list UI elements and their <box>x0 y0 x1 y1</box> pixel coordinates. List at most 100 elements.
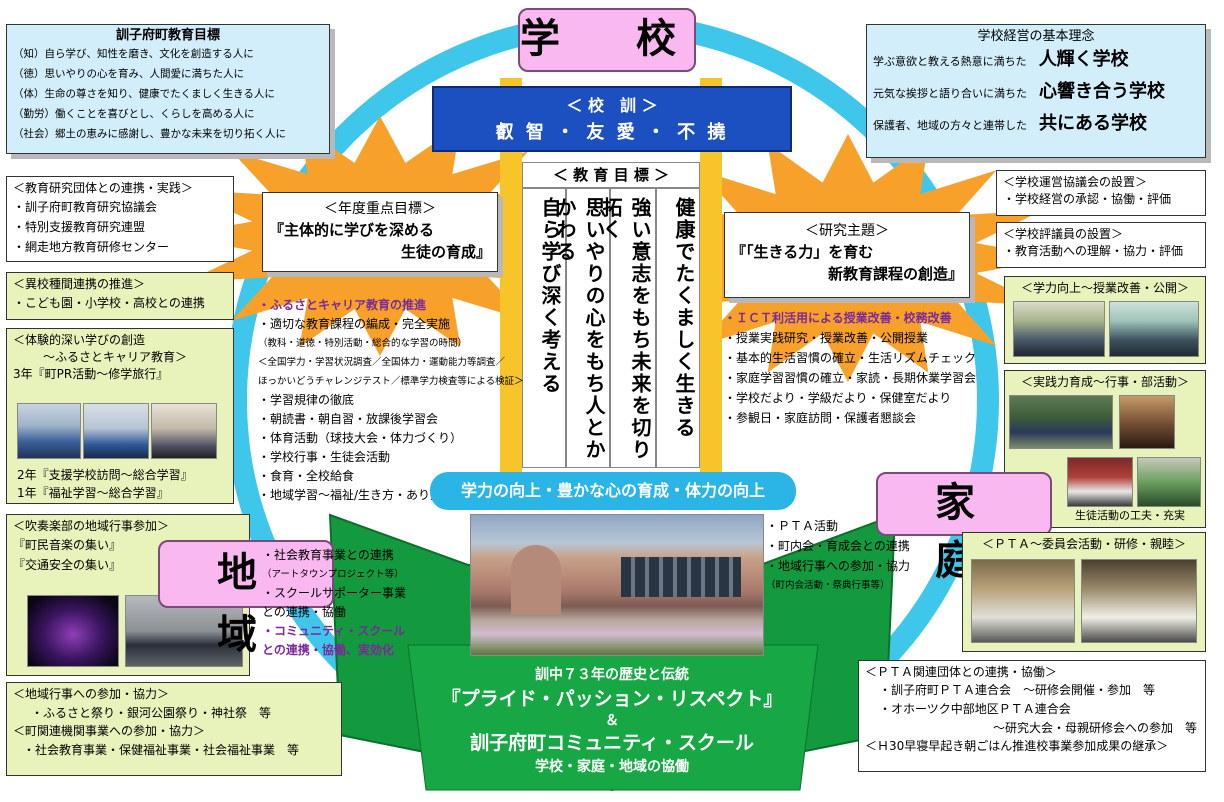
list-item: ・学校行事・生徒会活動 <box>258 450 391 464</box>
list-item: （アートタウンプロジェクト等） <box>262 569 404 580</box>
management-row: 元気な挨拶と語り合いに満ちた 心響き合う学校 <box>873 77 1199 109</box>
management-row: 保護者、地域の方々と連帯した 共にある学校 <box>873 109 1199 141</box>
bottom-line3: 訓子府町コミュニティ・スクール <box>470 732 754 754</box>
management-main: 人輝く学校 <box>1038 49 1129 70</box>
list-item: ・地域行事への参加・協力 <box>766 559 911 573</box>
management-main: 心響き合う学校 <box>1039 81 1166 102</box>
council-item: ・学校経営の承認・協働・評価 <box>1003 192 1172 206</box>
list-item: との連携・協働 <box>262 605 346 619</box>
edu-goals-header: ＜ 教 育 目 標 ＞ <box>522 162 700 188</box>
town-goal-item: （体）生命の尊さを知り、健康でたくましく生きる人に <box>13 88 275 100</box>
bottom-line4: 学校・家庭・地域の協働 <box>535 759 689 775</box>
pillar-right <box>700 78 722 478</box>
list-item: （町内会活動・祭典行事等） <box>766 580 890 591</box>
photo-event-1 <box>1009 395 1113 449</box>
list-item: ・家庭学習習慣の確立・家読・長期休業学習会 <box>724 371 977 385</box>
annual-goal-line2: 生徒の育成』 <box>400 243 491 261</box>
local-item-2: ・社会教育事業・保健福祉事業・社会福祉事業 等 <box>23 743 300 757</box>
brass-item: 『町民音楽の集い』 <box>13 538 122 552</box>
research-line1: 『「生きる力」を育む <box>731 243 874 261</box>
evaluator-title: ＜学校評議員の設置＞ <box>1003 227 1124 241</box>
list-item: ・参観日・家庭訪問・保護者懇談会 <box>724 411 917 425</box>
label-community: 地 域 <box>158 540 334 658</box>
bottom-line2: 『プライド・パッション・リスペクト』 <box>441 688 783 710</box>
photo-concert <box>27 595 119 667</box>
management-main: 共にある学校 <box>1039 113 1148 134</box>
local-title-1: ＜地域行事への参加・協力＞ <box>13 687 170 701</box>
list-item: ・学校だより・学級だより・保健室だより <box>724 391 952 405</box>
list-item: ・食育・全校給食 <box>258 469 355 483</box>
council-title: ＜学校運営協議会の設置＞ <box>1003 175 1148 189</box>
experience-g2: 2年『支援学校訪問～総合学習』 <box>17 468 193 482</box>
research-box: ＜研究主題＞ 『「生きる力」を育む 新教育課程の創造』 <box>724 212 970 298</box>
list-item: ・コミュニティ・スクール <box>262 624 406 638</box>
practice-caption: 生徒活動の工夫・充実 <box>1075 509 1185 522</box>
photo-trip-2 <box>83 403 149 459</box>
list-item: ＜全国学力・学習状況調査／全国体力・運動能力等調査／ <box>258 357 506 368</box>
pillar-left <box>500 78 522 478</box>
list-item: ・体育活動（球技大会・体力づくり） <box>258 431 463 445</box>
inter-school-title: ＜異校種間連携の推進＞ <box>13 277 146 291</box>
research-title: ＜研究主題＞ <box>805 223 889 239</box>
inter-school-box: ＜異校種間連携の推進＞ ・こども園・小学校・高校との連携 <box>6 272 234 320</box>
edu-goal-col: 思いやりの心をもち人とかかわる <box>553 188 610 468</box>
school-left-list: ・ふるさとキャリア教育の推進・適切な教育課程の編成・完全実施（教科・道徳・特別活… <box>258 296 524 505</box>
motto-title: ＜ 校 訓 ＞ <box>566 96 658 115</box>
experience-g3: 3年『町PR活動～修学旅行』 <box>13 367 169 381</box>
community-list: ・社会教育事業との連携（アートタウンプロジェクト等）・スクールサポーター事業との… <box>262 546 412 660</box>
local-events-box: ＜地域行事への参加・協力＞ ・ふるさと祭り・銀河公園祭り・神社祭 等 ＜町関連機… <box>6 682 342 776</box>
pta-committee-box: ＜ＰＴＡ～委員会活動・研修・親睦＞ <box>962 532 1206 652</box>
pta-related-box: ＜ＰＴＡ関連団体との連携・協働＞ ・訓子府町ＰＴＡ連合会 ～研修会開催・参加 等… <box>858 660 1206 772</box>
annual-goal-title: ＜年度重点目標＞ <box>324 201 436 217</box>
photo-event-3 <box>1067 457 1133 507</box>
edu-goal-col: 自ら学び深く考える <box>522 188 566 468</box>
evaluator-item: ・教育活動への理解・協力・評価 <box>1003 244 1184 258</box>
list-item: ・授業実践研究・授業改善・公開授業 <box>724 331 929 345</box>
edu-goal-col: 健康でたくましく生きる <box>656 188 700 468</box>
research-line2: 新教育課程の創造』 <box>827 265 963 283</box>
research-group-item: ・網走地方教育研修センター <box>13 240 170 254</box>
ability-box: ＜学力向上～授業改善・公開＞ <box>1004 276 1206 364</box>
pta-related-item: ・オホーツク中部地区ＰＴＡ連合会 <box>879 702 1071 716</box>
photo-pta-2 <box>1081 559 1197 643</box>
annual-goal-box: ＜年度重点目標＞ 『主体的に学びを深める 生徒の育成』 <box>262 192 498 272</box>
town-goal-item: （徳）思いやりの心を育み、人間愛に満ちた人に <box>13 68 244 80</box>
council-box: ＜学校運営協議会の設置＞ ・学校経営の承認・協働・評価 <box>996 170 1206 216</box>
practice-title: ＜実践力育成～行事・部活動＞ <box>1020 375 1189 389</box>
list-item: ・基本的生活習慣の確立・生活リズムチェック <box>724 351 977 365</box>
photo-class-2 <box>1109 301 1199 357</box>
list-item: との連携・協働、実効化 <box>262 643 394 657</box>
local-title-2: ＜町関連機関事業への参加・協力＞ <box>13 724 206 738</box>
research-group-title: ＜教育研究団体との連携・実践＞ <box>13 181 193 195</box>
motto-banner: ＜ 校 訓 ＞ 叡 智 ・ 友 愛 ・ 不 撓 <box>432 86 792 152</box>
management-lead: 元気な挨拶と語り合いに満ちた <box>873 87 1027 100</box>
local-item-1: ・ふるさと祭り・銀河公園祭り・神社祭 等 <box>31 706 272 720</box>
pta-committee-title: ＜ＰＴＡ～委員会活動・研修・親睦＞ <box>981 537 1186 551</box>
photo-trip-1 <box>17 403 81 459</box>
pta-related-item: ・訓子府町ＰＴＡ連合会 ～研修会開催・参加 等 <box>879 683 1156 697</box>
town-goal-item: （知）自ら学び、知性を磨き、文化を創造する人に <box>13 48 254 60</box>
management-row: 学ぶ意欲と教える熱意に満ちた 人輝く学校 <box>873 45 1199 77</box>
list-item: ・学習規律の徹底 <box>258 393 355 407</box>
list-item: ・ＩＣＴ利活用による授業改善・校務改善 <box>724 311 952 325</box>
brass-item: 『交通安全の集い』 <box>13 558 122 572</box>
home-list: ・ＰＴＡ活動・町内会・育成会との連携・地域行事への参加・協力（町内会活動・祭典行… <box>766 516 956 596</box>
building-window <box>621 557 741 597</box>
photo-class-1 <box>1013 301 1105 357</box>
list-item: ・町内会・育成会との連携 <box>766 539 910 553</box>
ability-title: ＜学力向上～授業改善・公開＞ <box>1020 281 1189 295</box>
management-title: 学校経営の基本理念 <box>977 29 1095 44</box>
management-lead: 学ぶ意欲と教える熱意に満ちた <box>873 55 1027 68</box>
list-item: ・朝読書・朝自習・放課後学習会 <box>258 412 439 426</box>
building-tower <box>511 545 561 615</box>
management-lead: 保護者、地域の方々と連帯した <box>873 119 1027 132</box>
experience-title: ＜体験的深い学びの創造 <box>13 333 146 347</box>
school-right-list: ・ＩＣＴ利活用による授業改善・校務改善・授業実践研究・授業改善・公開授業・基本的… <box>724 308 1004 428</box>
list-item: ・地域学習～福祉/生き方・あり方 <box>258 488 443 502</box>
town-goal-item: （社会）郷土の恵みに感謝し、豊かな未来を切り拓く人に <box>13 128 286 140</box>
pta-related-item: ～研究大会・母親研修会への参加 等 <box>993 721 1198 735</box>
photo-trip-3 <box>151 403 217 459</box>
town-goals-title: 訓子府町教育目標 <box>115 28 220 43</box>
bottom-amp: ＆ <box>605 713 619 729</box>
